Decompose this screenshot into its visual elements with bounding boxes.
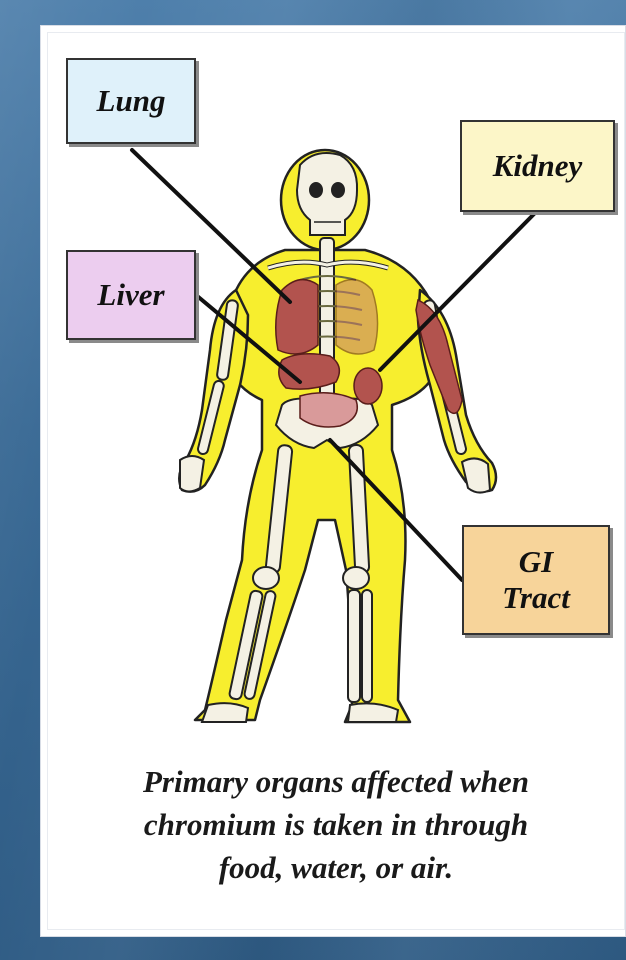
gi-label-line1: GI <box>519 544 553 580</box>
kidney-label-text: Kidney <box>493 148 583 184</box>
lung-left-organ <box>276 280 318 354</box>
liver-label-text: Liver <box>97 277 164 313</box>
gi-tract-organ <box>300 393 357 427</box>
kidney-organ <box>354 368 382 404</box>
gi-label-line2: Tract <box>502 580 570 616</box>
kidney-label: Kidney <box>460 120 615 212</box>
caption-line-1: Primary organs affected when <box>60 760 612 803</box>
lung-label: Lung <box>66 58 196 144</box>
caption-line-3: food, water, or air. <box>60 846 612 889</box>
lung-right-organ <box>336 280 378 354</box>
lung-label-text: Lung <box>97 83 166 119</box>
gi-tract-label: GI Tract <box>462 525 610 635</box>
liver-label: Liver <box>66 250 196 340</box>
caption-line-2: chromium is taken in through <box>60 803 612 846</box>
figure-caption: Primary organs affected when chromium is… <box>60 760 612 889</box>
